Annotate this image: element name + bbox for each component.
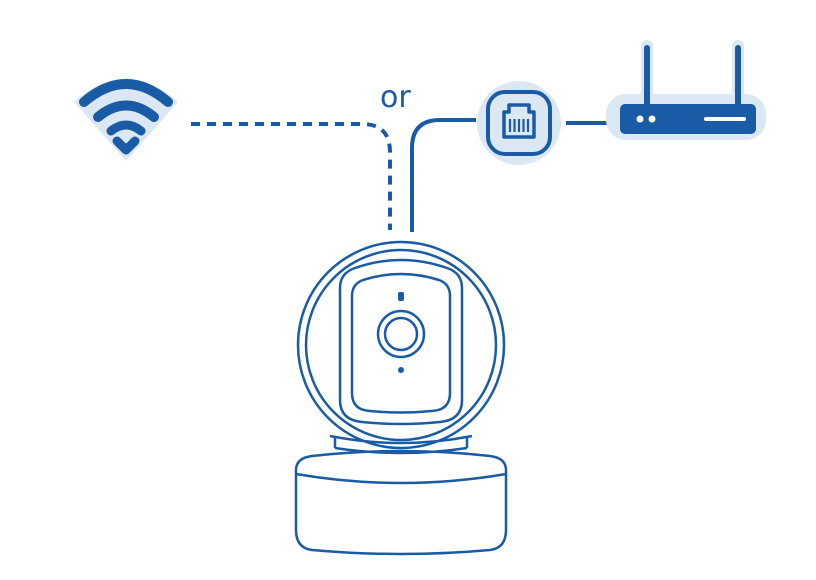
wired-connection-line [410, 118, 476, 232]
wifi-icon [74, 78, 178, 161]
wireless-connection-line [191, 122, 392, 230]
router-icon [606, 40, 766, 140]
or-label: or [380, 80, 411, 115]
ethernet-port-icon [477, 81, 561, 165]
pan-tilt-camera-icon [294, 240, 508, 556]
